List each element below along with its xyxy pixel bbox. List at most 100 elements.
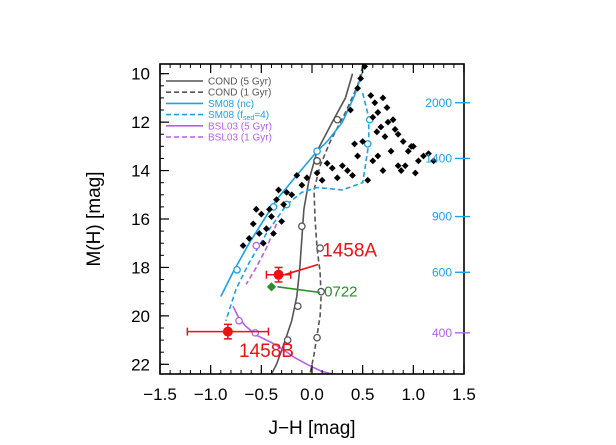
field-dwarf-point (303, 174, 311, 182)
legend-label: COND (1 Gyr) (208, 88, 271, 99)
field-dwarf-point (351, 140, 358, 148)
field-dwarf-point (371, 99, 379, 107)
y-tick-label: 18 (131, 258, 150, 277)
field-dwarf-point (420, 152, 427, 160)
model-marker (316, 244, 324, 252)
right-axis-tick-label: 600 (432, 265, 452, 279)
y-tick-label: 14 (131, 162, 150, 181)
field-dwarf-point (349, 172, 356, 179)
field-dwarf-point (288, 191, 296, 199)
field-dwarf-point (344, 167, 351, 174)
field-dwarf-point (293, 172, 301, 179)
field-dwarf-point (411, 169, 419, 177)
field-dwarf-point (404, 147, 412, 155)
legend: COND (5 Gyr)COND (1 Gyr)SM08 (nc)SM08 (f… (166, 77, 272, 144)
field-dwarf-point (245, 234, 253, 242)
model-marker (293, 302, 302, 311)
field-dwarf-point (357, 75, 365, 82)
field-dwarf-point (354, 84, 361, 92)
field-dwarf-point (339, 162, 346, 170)
model-marker (233, 266, 241, 274)
legend-label: SM08 (nc) (208, 99, 254, 110)
field-dwarf-point (323, 159, 331, 167)
field-dwarf-point (374, 152, 382, 160)
field-dwarf-point (270, 230, 277, 237)
x-tick-label: 1.5 (452, 385, 476, 404)
annotation-leader-line (277, 286, 321, 294)
y-tick-label: 12 (131, 113, 150, 132)
field-dwarf-point (298, 181, 306, 189)
field-dwarf-point (257, 210, 265, 218)
annotation-label: 1458B (239, 341, 294, 362)
model-marker (283, 336, 292, 344)
model-curve (245, 223, 278, 285)
x-tick-label: 1.0 (402, 385, 426, 404)
field-dwarf-point (379, 167, 387, 174)
field-dwarf-point (394, 130, 402, 138)
field-dwarf-point (430, 157, 437, 165)
model-marker (313, 333, 321, 342)
field-dwarf-point (359, 138, 367, 145)
x-tick-label: −0.5 (245, 385, 279, 404)
field-dwarf-point (391, 125, 399, 133)
y-tick-label: 22 (131, 355, 150, 374)
y-tick-label: 20 (131, 307, 150, 326)
model-marker (251, 328, 260, 337)
field-dwarf-point (354, 152, 361, 160)
field-dwarf-point (273, 196, 280, 204)
field-dwarf-point (328, 164, 336, 172)
model-curve (270, 73, 354, 374)
annotation-leader-line (284, 263, 319, 276)
model-marker (235, 316, 243, 325)
field-dwarf-point (415, 157, 422, 165)
field-dwarf-point (347, 106, 354, 114)
field-dwarf-point (401, 162, 409, 170)
model-marker (363, 140, 372, 148)
field-dwarf-point (383, 104, 391, 111)
model-marker (313, 147, 321, 156)
target-0722-point (266, 282, 277, 292)
x-axis-title: J−H [mag] (268, 418, 355, 439)
target-point (222, 326, 233, 337)
x-tick-label: −1.0 (194, 385, 228, 404)
field-dwarf-point (367, 92, 375, 99)
field-dwarf-point (399, 138, 407, 145)
points-layer (239, 64, 437, 250)
field-dwarf-point (252, 205, 260, 213)
field-dwarf-point (397, 167, 405, 174)
field-dwarf-point (313, 169, 321, 177)
field-dwarf-point (381, 133, 389, 141)
field-dwarf-point (318, 176, 326, 184)
y-tick-label: 16 (131, 210, 150, 229)
field-dwarf-point (263, 225, 270, 233)
field-dwarf-point (379, 94, 387, 102)
field-dwarf-point (255, 230, 263, 237)
right-axis-tick-label: 900 (432, 210, 452, 224)
field-dwarf-point (239, 242, 247, 250)
annotation-label: 0722 (324, 284, 357, 301)
field-dwarf-point (275, 186, 282, 194)
right-axis-tick-label: 400 (432, 326, 452, 340)
legend-label: BSL03 (5 Gyr) (208, 121, 272, 132)
field-dwarf-point (249, 220, 257, 228)
field-dwarf-point (280, 201, 288, 208)
field-dwarf-point (389, 116, 397, 124)
field-dwarf-point (425, 150, 432, 158)
right-axis-tick-label: 2000 (425, 96, 452, 110)
field-dwarf-point (369, 157, 377, 165)
field-dwarf-point (266, 205, 273, 213)
field-dwarf-point (377, 123, 385, 131)
field-dwarf-point (384, 118, 392, 126)
model-curve (309, 66, 364, 374)
x-tick-label: 0.5 (351, 385, 375, 404)
field-dwarf-point (407, 142, 415, 150)
field-dwarf-point (268, 213, 275, 220)
field-dwarf-point (394, 162, 402, 170)
model-curve (220, 71, 364, 297)
series-layer (220, 66, 374, 374)
field-dwarf-point (369, 113, 377, 121)
x-tick-label: −1.5 (143, 385, 177, 404)
